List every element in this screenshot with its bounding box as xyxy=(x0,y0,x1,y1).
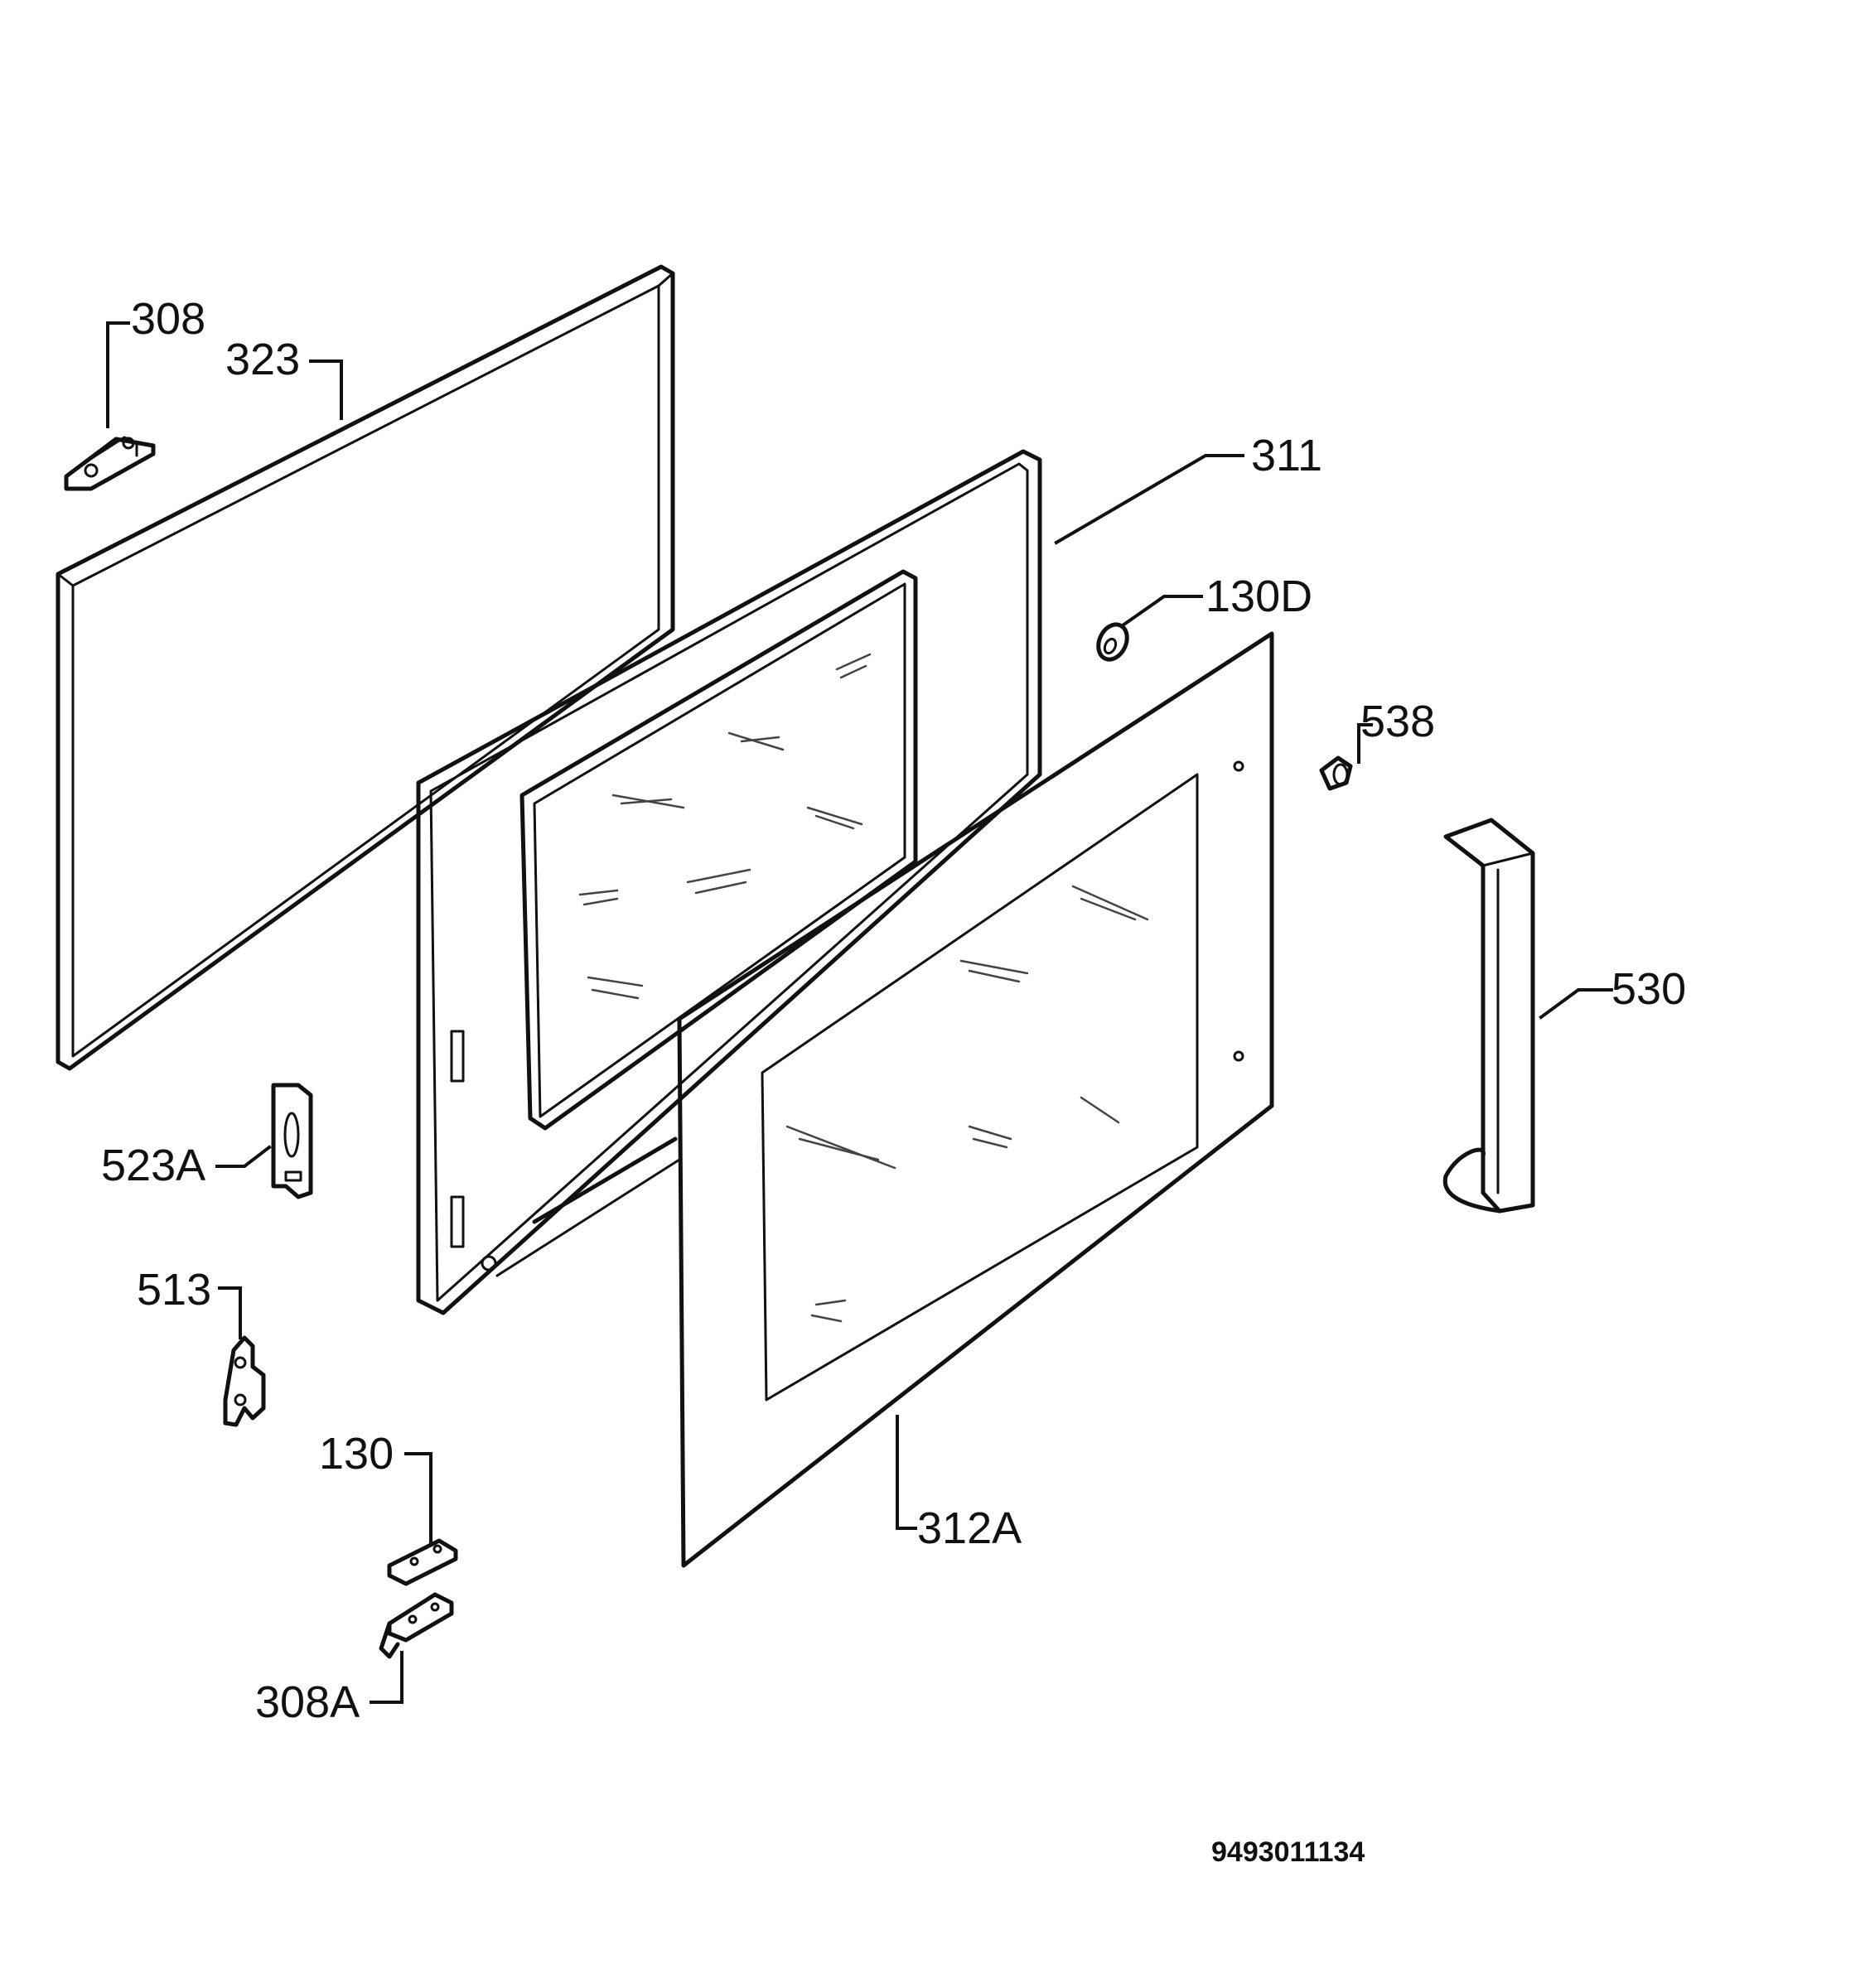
part-523a-latch xyxy=(271,1083,313,1199)
part-130-hinge-plate xyxy=(387,1538,458,1586)
part-308-top-hinge xyxy=(64,436,156,491)
part-308a-bottom-hinge xyxy=(379,1592,454,1659)
callout-523a: 523A xyxy=(101,1141,205,1190)
callout-513: 513 xyxy=(137,1265,211,1315)
part-130d-bushing xyxy=(1096,622,1129,662)
part-513-hinge-bracket xyxy=(223,1335,266,1427)
callout-308a: 308A xyxy=(255,1677,360,1727)
outer-glass-reflections xyxy=(785,885,1149,1323)
part-530-handle xyxy=(1442,818,1535,1214)
callout-311: 311 xyxy=(1251,431,1322,480)
callout-530: 530 xyxy=(1611,964,1686,1014)
document-number: 9493011134 xyxy=(1211,1836,1365,1868)
callout-130d: 130D xyxy=(1205,572,1312,621)
callout-130: 130 xyxy=(319,1429,394,1479)
callout-labels: 308 323 311 130D 538 530 523A 513 130 30… xyxy=(101,294,1686,1727)
part-311-inner-door-panel xyxy=(416,449,1042,1315)
part-312a-outer-door-glass xyxy=(677,631,1274,1568)
part-323-gasket-frame xyxy=(56,264,675,1071)
callout-538: 538 xyxy=(1360,697,1435,746)
inner-glass-reflections xyxy=(578,653,872,1000)
callout-308: 308 xyxy=(131,294,205,344)
leader-lines xyxy=(106,321,1613,1704)
part-538-spacer xyxy=(1319,755,1353,791)
callout-312a: 312A xyxy=(917,1503,1022,1553)
callout-323: 323 xyxy=(225,335,300,384)
